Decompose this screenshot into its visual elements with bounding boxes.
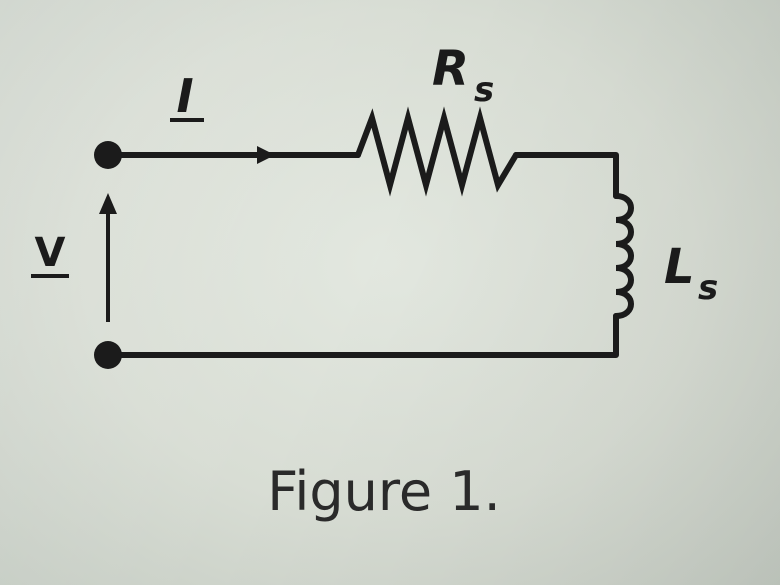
inductor-symbol: [613, 193, 634, 319]
resistor-symbol: [355, 106, 519, 197]
figure-caption: Figure 1.: [267, 460, 501, 523]
voltage-arrow-icon: [99, 193, 117, 214]
current-arrow-icon: [257, 146, 275, 164]
bottom-terminal: [94, 341, 122, 369]
current-label: I: [176, 69, 193, 123]
bottom-wire: [105, 313, 619, 358]
resistor-label: R: [432, 41, 469, 97]
voltage-label: V: [35, 230, 66, 276]
top-wire-right: [513, 152, 619, 199]
inductor-label: L: [664, 239, 695, 295]
top-terminal: [94, 141, 122, 169]
inductor-label-subscript: s: [698, 268, 718, 308]
resistor-label-subscript: s: [474, 70, 494, 110]
